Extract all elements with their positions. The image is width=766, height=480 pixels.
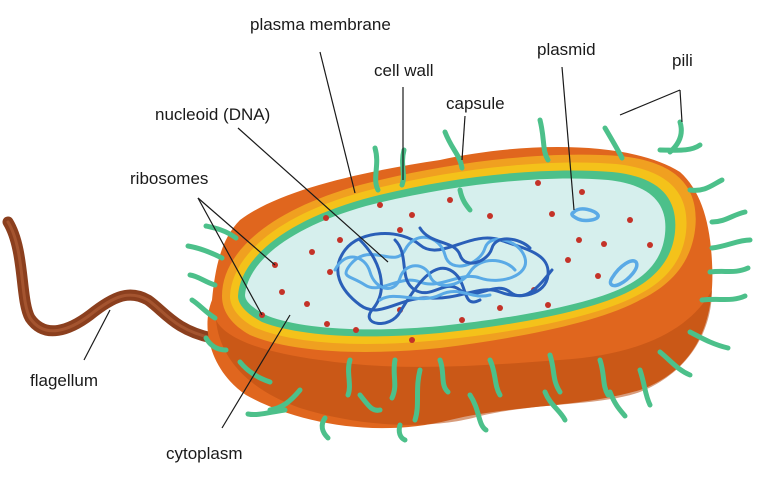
nucleoid-dna [333, 226, 554, 326]
leader-lines [83, 51, 683, 429]
cytoplasm [245, 178, 666, 330]
cell-body [207, 147, 713, 429]
label-plasmid: plasmid [537, 40, 596, 59]
label-capsule: capsule [446, 94, 505, 113]
label-flagellum: flagellum [30, 371, 98, 390]
pili [185, 117, 753, 443]
label-plasma-membrane: plasma membrane [250, 15, 391, 34]
label-ribosomes: ribosomes [130, 169, 208, 188]
label-nucleoid: nucleoid (DNA) [155, 105, 270, 124]
label-cell-wall: cell wall [374, 61, 434, 80]
plasmids [570, 207, 639, 288]
flagellum [2, 216, 218, 344]
label-pili: pili [672, 51, 693, 70]
label-cytoplasm: cytoplasm [166, 444, 243, 463]
labels: plasma membrane cell wall plasmid pili n… [30, 15, 693, 463]
